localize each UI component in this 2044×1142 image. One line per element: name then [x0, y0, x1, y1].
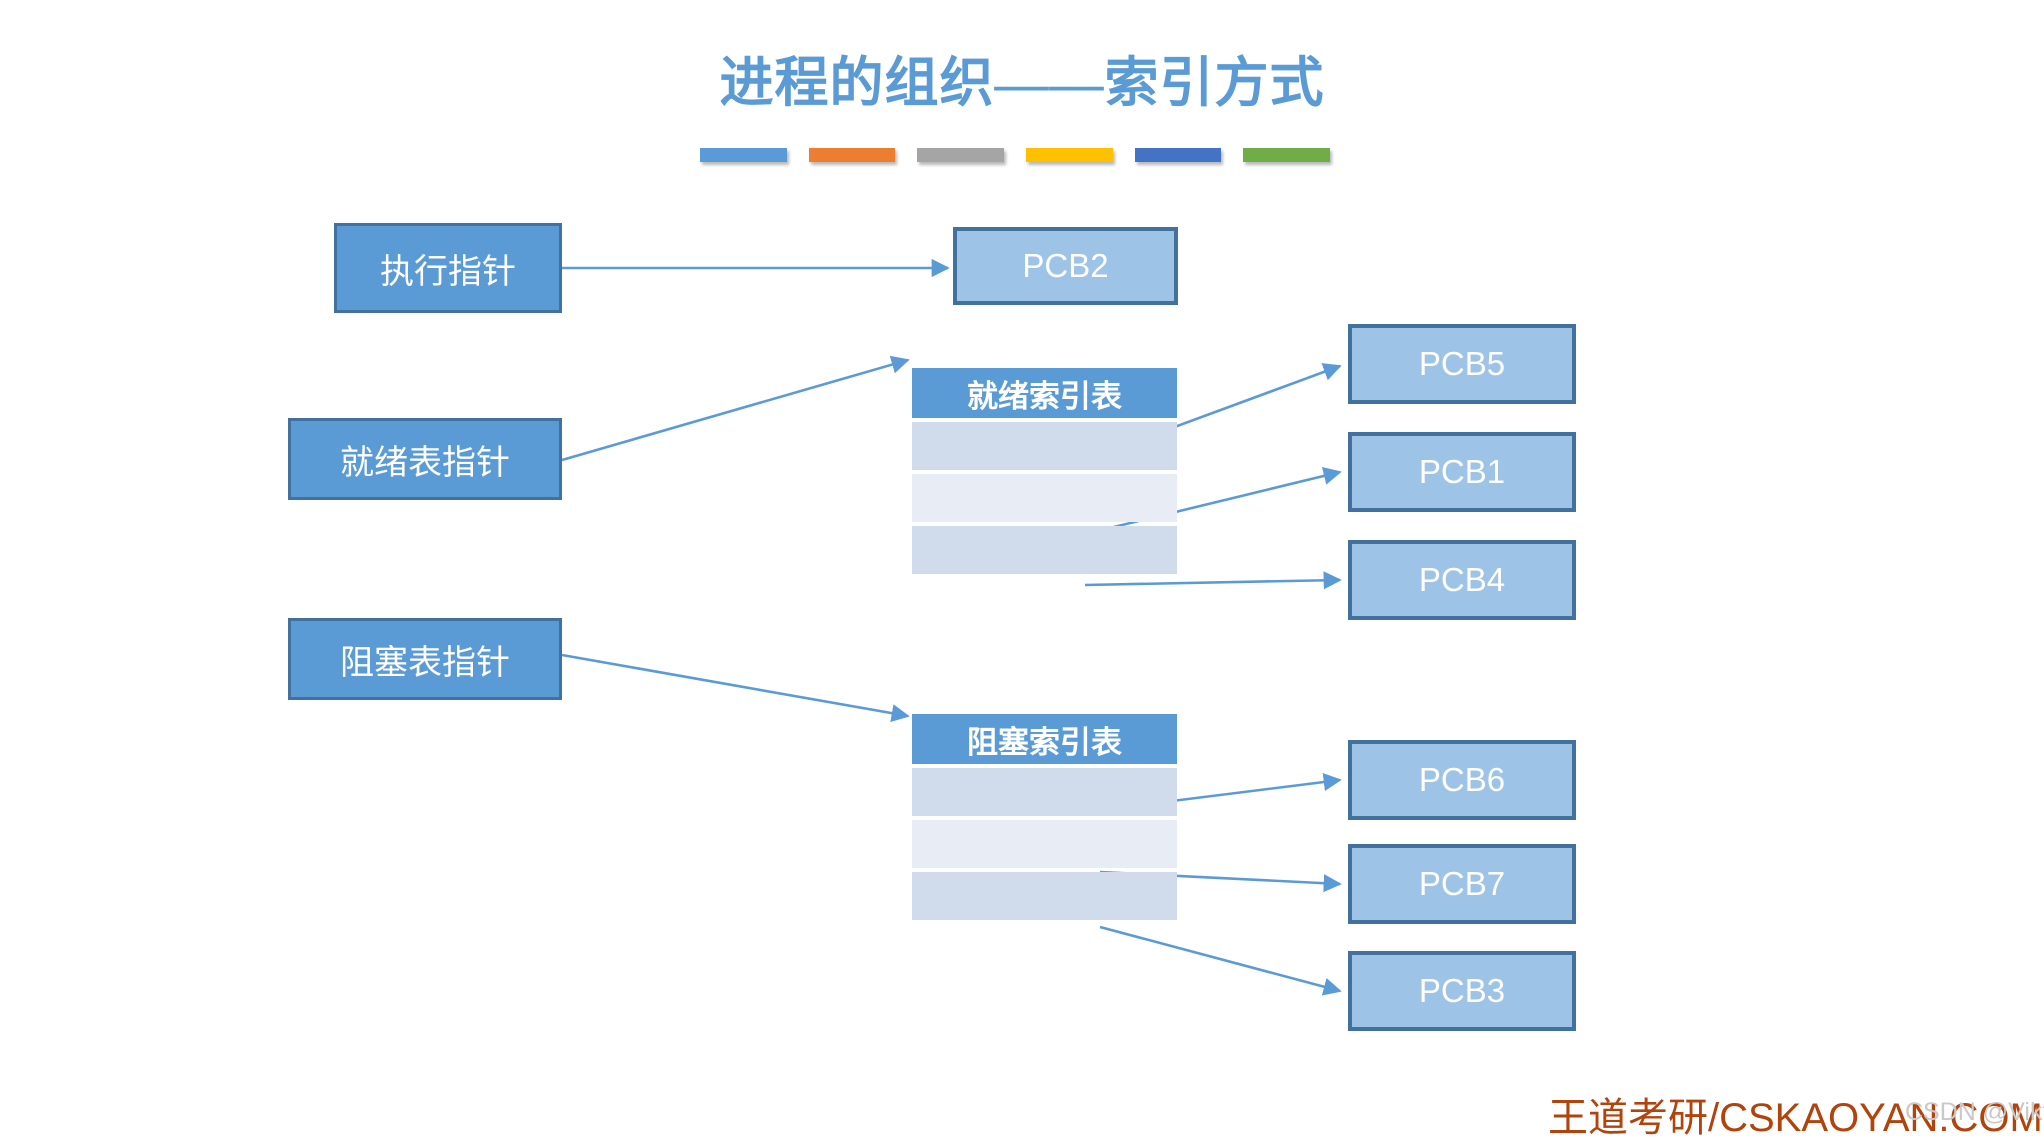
color-bar-orange [808, 148, 896, 162]
pcb-label-blocked-1: PCB6 [1418, 761, 1506, 798]
index-table-ready-row-2[interactable] [912, 474, 1177, 522]
index-table-ready-row-3[interactable] [912, 526, 1177, 574]
pointer-box-blocked[interactable]: 阻塞表指针 [288, 618, 562, 700]
connector-blocked-row3-to-pcb3 [1099, 925, 1342, 996]
color-bar-blue [700, 148, 787, 162]
pcb-label-running: PCB2 [1022, 247, 1109, 284]
pointer-label-ready: 就绪表指针 [340, 444, 510, 482]
index-table-blocked-header: 阻塞索引表 [912, 714, 1177, 764]
pcb-label-blocked-3: PCB3 [1418, 972, 1506, 1009]
pcb-label-ready-3: PCB4 [1418, 561, 1506, 598]
index-table-blocked-row-2[interactable] [912, 820, 1177, 868]
pointer-box-exec[interactable]: 执行指针 [334, 223, 562, 313]
index-table-ready-row-1[interactable] [912, 422, 1177, 470]
pcb-box-blocked-1[interactable]: PCB6 [1348, 740, 1576, 820]
pcb-box-running[interactable]: PCB2 [953, 227, 1178, 305]
pointer-box-ready[interactable]: 就绪表指针 [288, 418, 562, 500]
color-bar-dark-blue [1134, 148, 1222, 162]
index-table-blocked-row-3[interactable] [912, 872, 1177, 920]
connector-ready-pointer-to-table [561, 355, 910, 462]
pcb-label-blocked-2: PCB7 [1418, 865, 1506, 902]
page-title: 进程的组织——索引方式 [719, 53, 1325, 113]
pcb-box-ready-2[interactable]: PCB1 [1348, 432, 1576, 512]
index-table-blocked-row-1[interactable] [912, 768, 1177, 816]
pcb-box-blocked-3[interactable]: PCB3 [1348, 951, 1576, 1031]
csdn-watermark: CSDN @Viktoriae [1905, 1098, 2044, 1126]
connector-blocked-pointer-to-table [561, 653, 910, 723]
color-bar-gray [917, 148, 1005, 162]
connector-ready-row3-to-pcb4 [1084, 571, 1342, 590]
index-table-ready-header: 就绪索引表 [912, 368, 1177, 418]
pcb-box-blocked-2[interactable]: PCB7 [1348, 844, 1576, 924]
pointer-label-blocked: 阻塞表指针 [340, 644, 510, 682]
index-table-ready: 就绪索引表 [912, 368, 1177, 574]
index-table-blocked: 阻塞索引表 [912, 714, 1177, 920]
brand-watermark: 王道考研/CSKAOYAN.COM [1548, 1096, 2043, 1140]
color-bar-yellow [1026, 148, 1113, 162]
pcb-box-ready-3[interactable]: PCB4 [1348, 540, 1576, 620]
pcb-label-ready-1: PCB5 [1418, 345, 1506, 382]
color-bar-green [1243, 148, 1331, 162]
pcb-box-ready-1[interactable]: PCB5 [1348, 324, 1576, 404]
color-bar-strip [700, 148, 1331, 164]
pcb-label-ready-2: PCB1 [1418, 453, 1506, 490]
pointer-label-exec: 执行指针 [380, 253, 516, 291]
